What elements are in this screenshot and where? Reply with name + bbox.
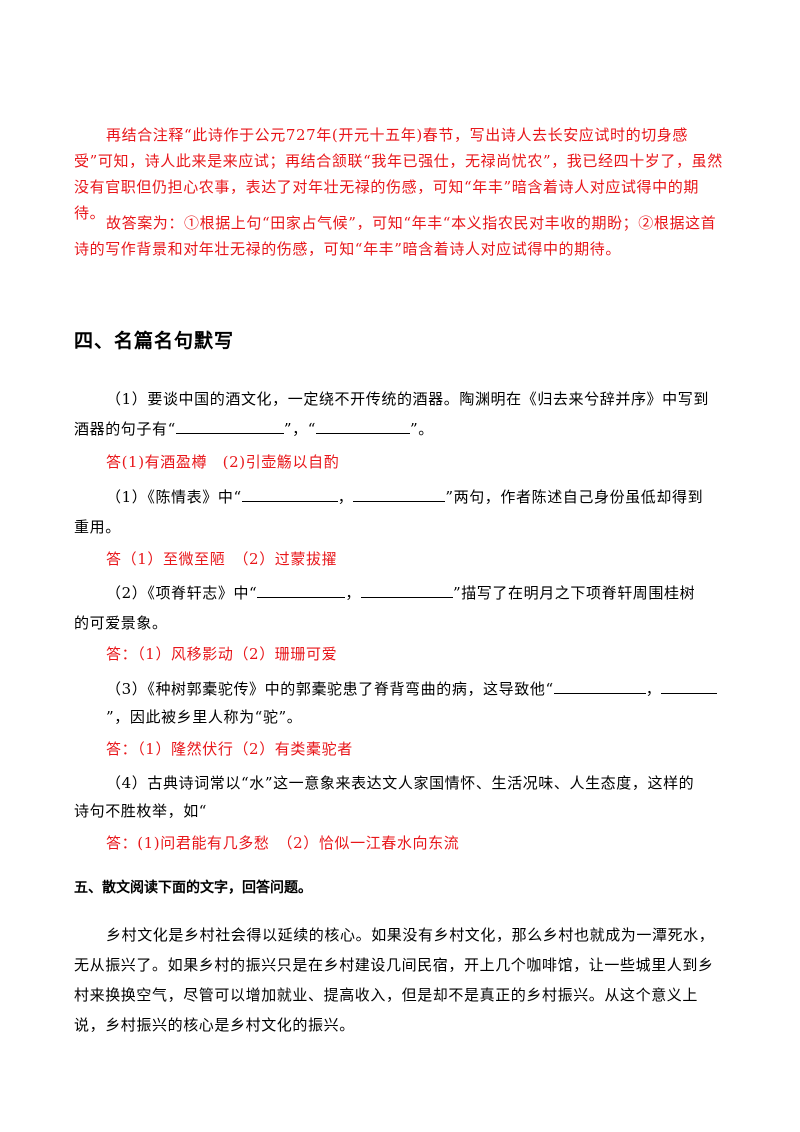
answer-blank[interactable] [175,419,284,434]
answer-2: 答（1）至微至陋 （2）过蒙拔擢 [106,550,338,568]
question-2-line-2: 重用。 [74,518,121,536]
question-3-line-1: （2）《项脊轩志》中“，”描写了在明月之下项脊轩周围桂树 [106,583,696,602]
answer-5: 答：(1)问君能有几多愁 （2）恰似一江春水向东流 [106,834,460,852]
answer-blank[interactable] [257,583,346,598]
answer-1: 答(1)有酒盈樽 (2)引壶觞以自酌 [106,453,340,471]
answer-blank[interactable] [316,419,411,434]
answer-blank[interactable] [360,583,453,598]
question-4-line-2: ”，因此被乡里人称为“驼”。 [106,708,303,726]
answer-blank[interactable] [553,679,646,694]
answer-4: 答：（1）隆然伏行（2）有类橐驼者 [106,740,353,758]
answer-blank[interactable] [661,679,718,694]
question-5-line-2: 诗句不胜枚举，如“ [74,802,208,820]
question-3-line-2: 的可爱景象。 [74,614,168,632]
answer-blank[interactable] [353,487,446,502]
question-1-line-1: （1）要谈中国的酒文化，一定绕不开传统的酒器。陶渊明在《归去来兮辞并序》中写到 [106,390,709,408]
analysis-paragraph-1: 再结合注释“此诗作于公元727年(开元十五年)春节，写出诗人去长安应试时的切身感… [74,126,723,222]
answer-3: 答：（1）风移影动（2）珊珊可爱 [106,645,338,663]
answer-blank[interactable] [241,487,338,502]
question-5-line-1: （4）古典诗词常以“水”这一意象来表达文人家国情怀、生活况味、人生态度，这样的 [106,774,695,792]
question-4-line-1: （3）《种树郭橐驼传》中的郭橐驼患了脊背弯曲的病，这导致他“， [74,676,774,702]
question-1-line-2: 酒器的句子有“”，“”。 [74,419,434,438]
section-5-heading: 五、散文阅读下面的文字，回答问题。 [74,880,312,896]
essay-paragraph-1: 乡村文化是乡村社会得以延续的核心。如果没有乡村文化，那么乡村也就成为一潭死水，无… [74,926,715,1034]
question-2-line-1: （1）《陈情表》中“，”两句，作者陈述自己身份虽低却得到 [106,487,704,506]
section-4-heading: 四、名篇名句默写 [74,330,235,352]
analysis-paragraph-2: 故答案为：①根据上句“田家占气候”，可知“年丰“本义指农民对丰收的期盼；②根据这… [74,214,717,258]
